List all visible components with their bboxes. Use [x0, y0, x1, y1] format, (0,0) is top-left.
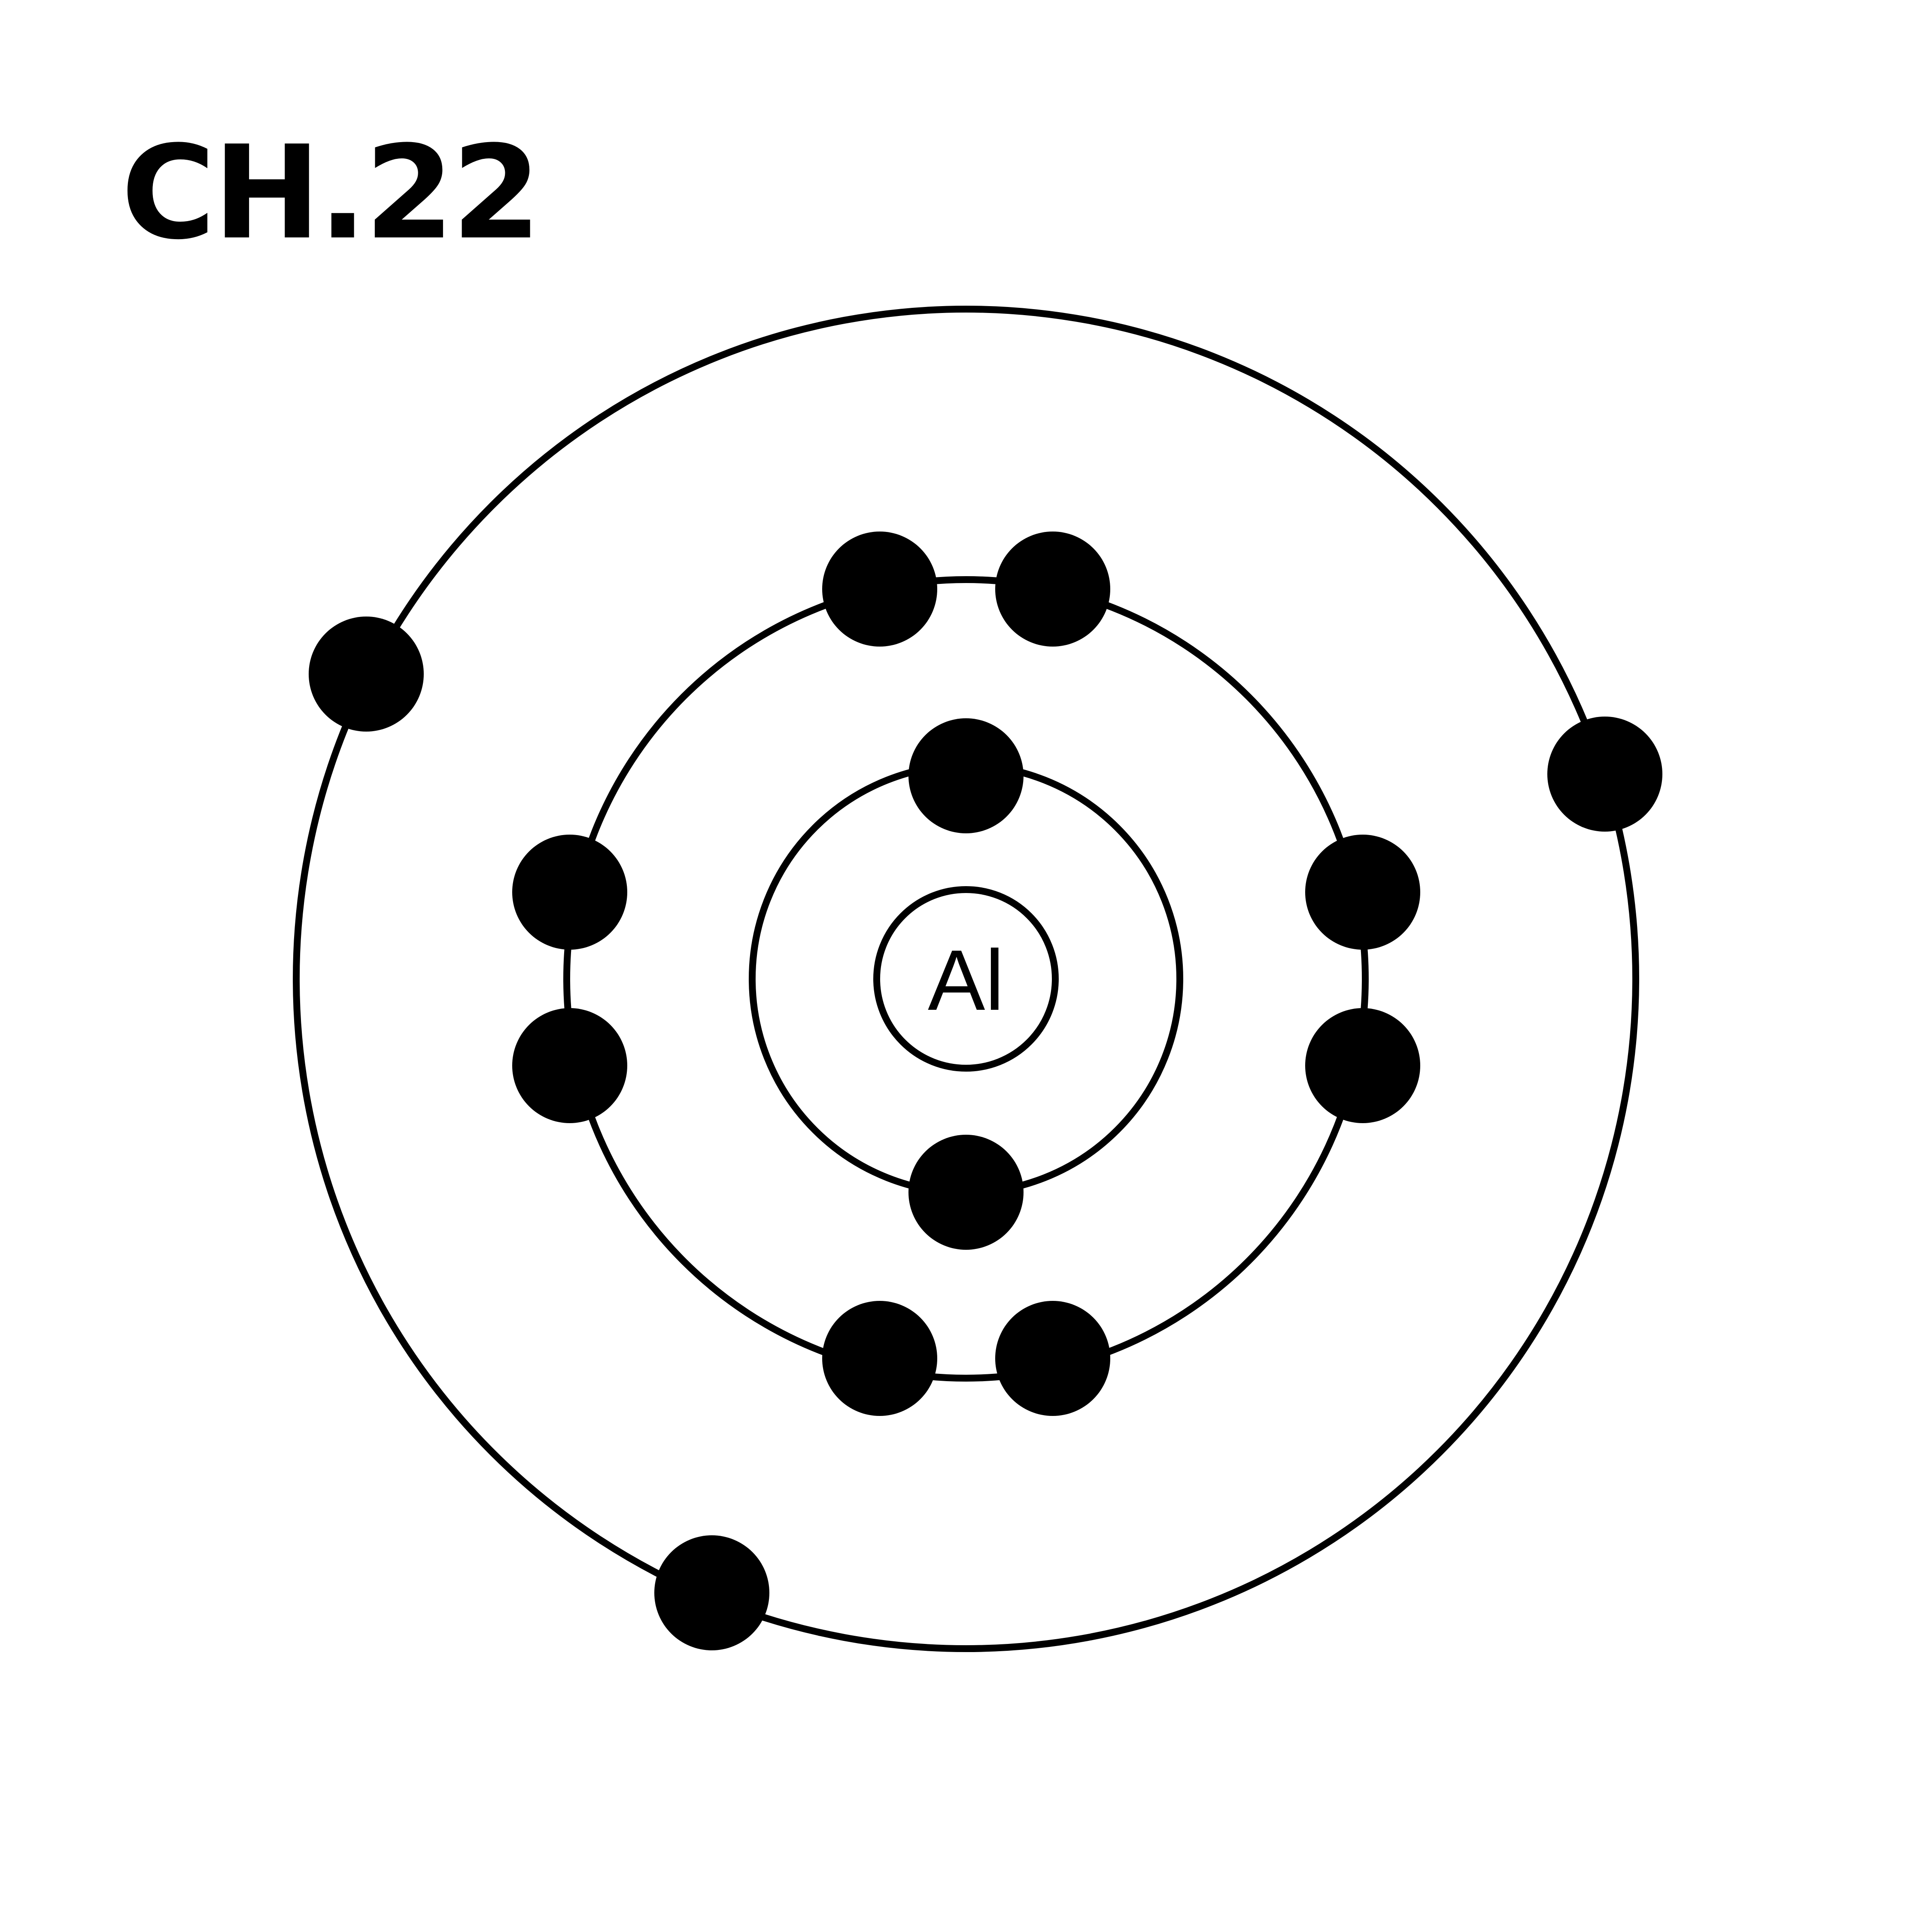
orbit-shell-3	[293, 306, 1639, 1652]
orbit-shell-2	[563, 576, 1369, 1382]
shell-1-electrons	[908, 718, 1024, 1250]
nucleus-ring	[873, 886, 1059, 1072]
nucleus: Al	[873, 886, 1059, 1072]
chapter-title: CH.22	[121, 118, 541, 268]
shell-2-electrons	[512, 532, 1420, 1416]
electron	[512, 835, 627, 950]
electron	[822, 1301, 937, 1416]
electron	[654, 1535, 769, 1650]
electron	[1305, 835, 1420, 950]
electron	[1547, 717, 1662, 832]
electron	[908, 718, 1024, 833]
electron	[512, 1008, 627, 1123]
electron	[995, 1301, 1110, 1416]
electron	[309, 617, 424, 732]
electron	[1305, 1008, 1420, 1123]
electron	[822, 532, 937, 647]
electron	[995, 532, 1110, 647]
electron	[908, 1135, 1024, 1250]
element-symbol: Al	[928, 933, 1004, 1028]
shell-3-electrons	[309, 617, 1662, 1650]
